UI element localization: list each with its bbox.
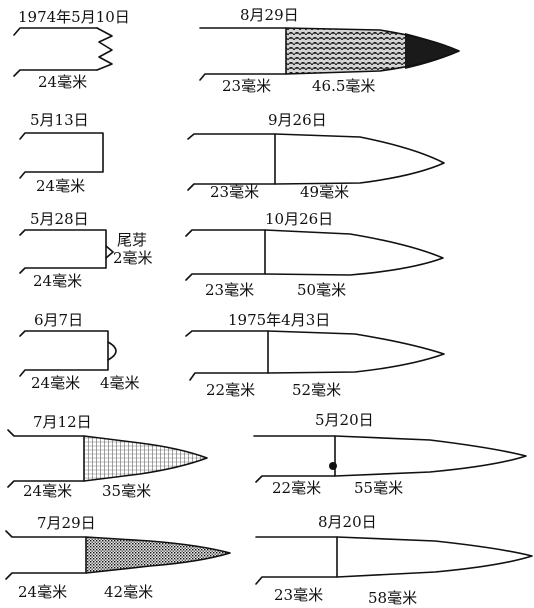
stage-date: 8月20日 <box>318 513 377 531</box>
stage-date: 1975年4月3日 <box>228 311 330 329</box>
regenerated-tip-shape <box>107 341 117 361</box>
tail-outline <box>185 330 445 381</box>
tail-stump-outline <box>19 229 107 274</box>
stage-10-26: 10月26日 23毫米 50毫米 <box>185 210 444 299</box>
stump-length-label: 22毫米 <box>206 381 255 399</box>
stage-date: 10月26日 <box>265 210 333 228</box>
stump-length-label: 23毫米 <box>274 586 323 604</box>
tail-tip-dark <box>405 33 459 69</box>
stage-date: 5月28日 <box>30 210 89 228</box>
stage-05-13: 5月13日 24毫米 <box>19 111 104 195</box>
stage-1975-04-03: 1975年4月3日 22毫米 52毫米 <box>185 311 445 399</box>
tail-bud-shape <box>105 245 114 259</box>
stage-date: 7月29日 <box>37 514 96 532</box>
stump-length-label: 24毫米 <box>36 177 85 195</box>
mark-dot <box>329 462 337 470</box>
stage-06-07: 6月7日 24毫米 4毫米 <box>19 311 140 392</box>
regenerated-length-label: 58毫米 <box>368 589 417 607</box>
tail-outline <box>187 133 445 191</box>
stump-length-label: 23毫米 <box>205 281 254 299</box>
tail-outline <box>185 229 444 281</box>
stage-07-12: 7月12日 24毫米 35毫米 <box>7 413 208 500</box>
stage-07-29: 7月29日 24毫米 42毫米 <box>5 514 231 601</box>
tail-bud-name: 尾芽 <box>117 231 147 249</box>
tail-outline <box>5 530 231 580</box>
stage-date: 7月12日 <box>33 413 92 431</box>
stage-08-29: 8月29日 23毫米 46.5毫米 <box>199 6 460 95</box>
regenerated-length-label: 42毫米 <box>104 583 153 601</box>
tail-outline <box>253 435 527 483</box>
cut-edge <box>96 27 113 71</box>
tail-stump-outline <box>19 132 104 179</box>
stage-date: 5月20日 <box>315 411 374 429</box>
tail-bud-length-label: 2毫米 <box>113 249 153 267</box>
tail-outline <box>255 536 533 585</box>
tail-outline <box>199 27 460 81</box>
stump-length-label: 24毫米 <box>33 272 82 290</box>
stage-date: 6月7日 <box>34 311 83 329</box>
stage-date: 8月29日 <box>240 6 299 24</box>
tail-stump-outline <box>13 27 98 77</box>
regenerated-tail-fill <box>84 436 207 481</box>
stump-length-label: 23毫米 <box>210 183 259 201</box>
regenerated-length-label: 46.5毫米 <box>312 77 375 95</box>
stage-date: 5月13日 <box>30 111 89 129</box>
regenerated-length-label: 52毫米 <box>292 381 341 399</box>
stage-08-20: 8月20日 23毫米 58毫米 <box>255 513 533 607</box>
tail-stump-outline <box>19 330 109 377</box>
stage-09-26: 9月26日 23毫米 49毫米 <box>187 111 445 201</box>
regenerated-length-label: 50毫米 <box>297 281 346 299</box>
stump-length-label: 23毫米 <box>222 77 271 95</box>
regenerated-length-label: 55毫米 <box>354 479 403 497</box>
stage-1974-05-10: 1974年5月10日 24毫米 <box>13 8 130 91</box>
stump-length-label: 24毫米 <box>23 482 72 500</box>
stage-05-20: 5月20日 22毫米 55毫米 <box>253 411 527 497</box>
stage-date: 1974年5月10日 <box>18 8 130 26</box>
stump-length-label: 24毫米 <box>38 73 87 91</box>
regenerated-length-label: 35毫米 <box>102 482 151 500</box>
stump-length-label: 22毫米 <box>272 479 321 497</box>
regenerated-length-label: 49毫米 <box>300 183 349 201</box>
stage-05-28: 5月28日 尾芽 2毫米 24毫米 <box>19 210 153 290</box>
stump-length-label: 24毫米 <box>18 583 67 601</box>
stage-date: 9月26日 <box>268 111 327 129</box>
regenerated-length-label: 4毫米 <box>100 374 140 392</box>
stump-length-label: 24毫米 <box>31 374 80 392</box>
tail-outline <box>7 429 208 488</box>
